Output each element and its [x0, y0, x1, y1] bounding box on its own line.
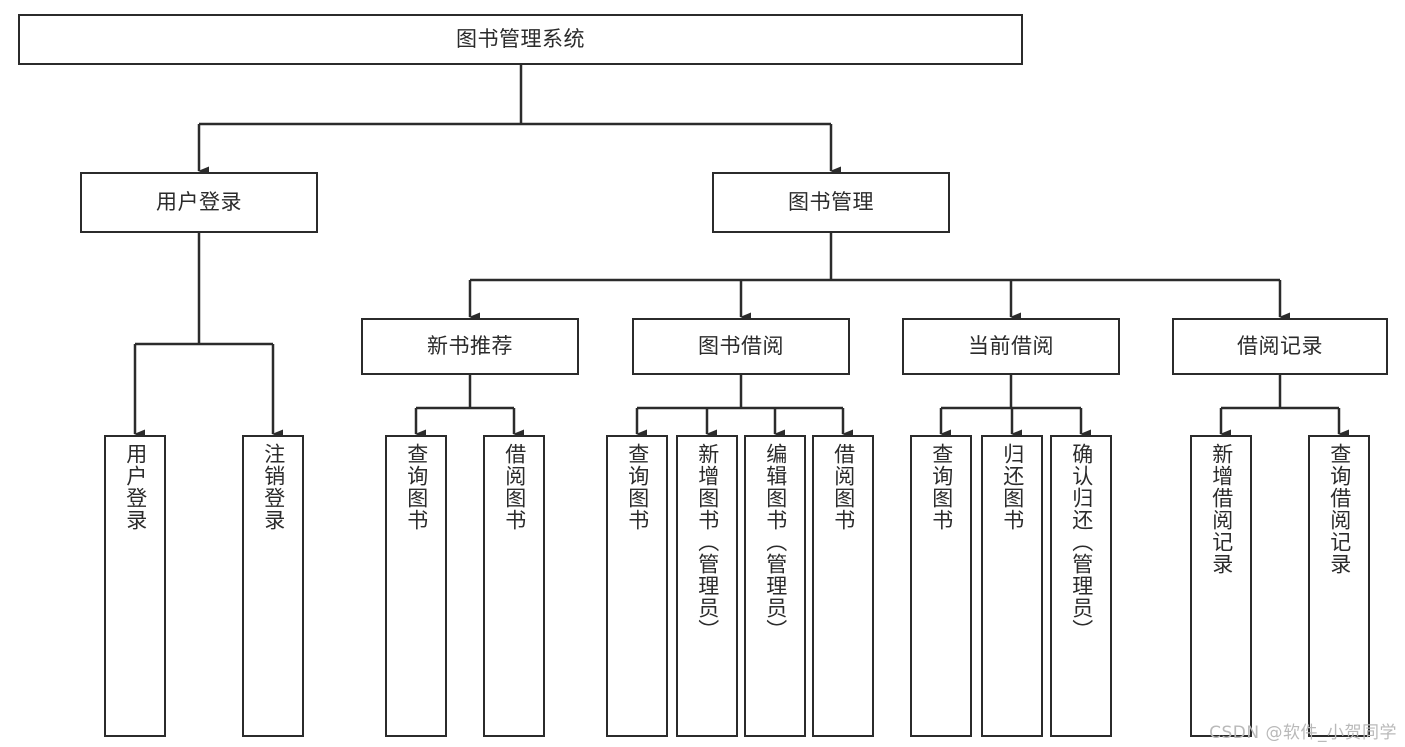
node-r_query[interactable]: 查询借阅记录	[1308, 435, 1370, 737]
node-label: 用户登录	[123, 443, 148, 531]
node-borrow[interactable]: 图书借阅	[632, 318, 850, 375]
node-label: 新增图书（管理员）	[695, 443, 720, 641]
node-label: 归还图书	[1000, 443, 1025, 531]
node-b_edit[interactable]: 编辑图书（管理员）	[744, 435, 806, 737]
node-label: 图书借阅	[698, 333, 784, 358]
node-label: 查询借阅记录	[1327, 443, 1352, 575]
node-label: 用户登录	[156, 189, 242, 214]
node-n_query[interactable]: 查询图书	[385, 435, 447, 737]
node-label: 新增借阅记录	[1209, 443, 1234, 575]
node-label: 当前借阅	[968, 333, 1054, 358]
node-login[interactable]: 用户登录	[80, 172, 318, 233]
node-label: 编辑图书（管理员）	[763, 443, 788, 641]
node-l_login[interactable]: 用户登录	[104, 435, 166, 737]
node-label: 确认归还（管理员）	[1069, 443, 1094, 641]
node-b_query[interactable]: 查询图书	[606, 435, 668, 737]
node-label: 查询图书	[625, 443, 650, 531]
node-label: 注销登录	[261, 443, 286, 531]
node-label: 借阅图书	[502, 443, 527, 531]
node-label: 查询图书	[929, 443, 954, 531]
node-bookmgmt[interactable]: 图书管理	[712, 172, 950, 233]
node-l_logout[interactable]: 注销登录	[242, 435, 304, 737]
node-r_add[interactable]: 新增借阅记录	[1190, 435, 1252, 737]
node-root[interactable]: 图书管理系统	[18, 14, 1023, 65]
node-label: 借阅记录	[1237, 333, 1323, 358]
node-c_query[interactable]: 查询图书	[910, 435, 972, 737]
node-label: 图书管理系统	[456, 26, 585, 51]
edge-group	[133, 65, 1349, 439]
node-newbook[interactable]: 新书推荐	[361, 318, 579, 375]
node-b_lend[interactable]: 借阅图书	[812, 435, 874, 737]
node-label: 查询图书	[404, 443, 429, 531]
node-c_confirm[interactable]: 确认归还（管理员）	[1050, 435, 1112, 737]
node-b_add[interactable]: 新增图书（管理员）	[676, 435, 738, 737]
node-label: 新书推荐	[427, 333, 513, 358]
node-n_borrow[interactable]: 借阅图书	[483, 435, 545, 737]
node-c_return[interactable]: 归还图书	[981, 435, 1043, 737]
node-label: 借阅图书	[831, 443, 856, 531]
node-current[interactable]: 当前借阅	[902, 318, 1120, 375]
node-records[interactable]: 借阅记录	[1172, 318, 1388, 375]
node-label: 图书管理	[788, 189, 874, 214]
